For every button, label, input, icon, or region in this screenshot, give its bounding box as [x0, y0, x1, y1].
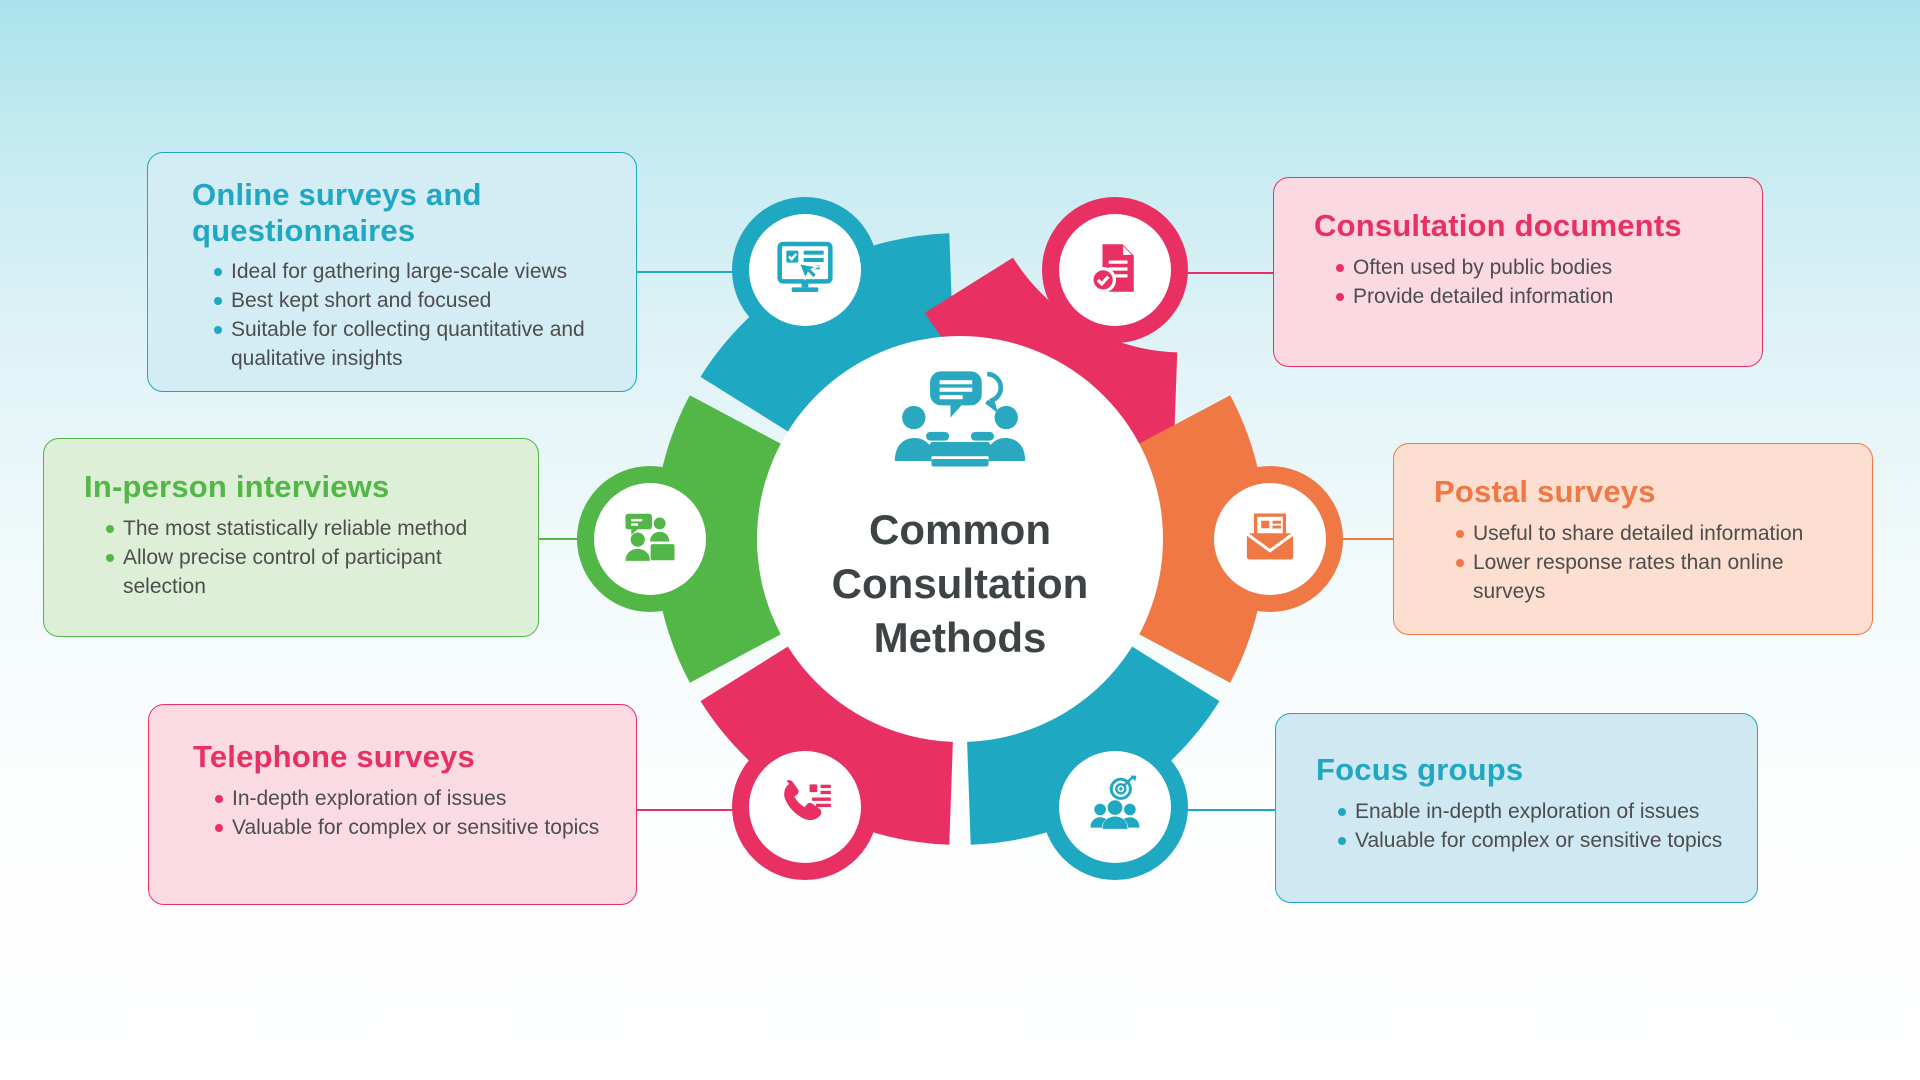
bullet-dot [214, 297, 222, 306]
badge-in-person-interviews [577, 466, 723, 612]
method-card-in-person-interviews: In-person interviews The most statistica… [43, 438, 539, 637]
focus-group-target-icon [1084, 774, 1146, 841]
bullet-item: Provide detailed information [1336, 283, 1736, 312]
bullet-dot [1338, 807, 1346, 816]
bullet-text: Suitable for collecting quantitative and… [231, 318, 585, 371]
bullet-dot [1336, 263, 1344, 272]
bullet-dot [1456, 558, 1464, 567]
bullet-item: Valuable for complex or sensitive topics [1338, 827, 1731, 856]
bullet-item: Allow precise control of participant sel… [106, 544, 512, 602]
bullet-list: Enable in-depth exploration of issues Va… [1338, 798, 1731, 856]
bullet-text: Best kept short and focused [231, 289, 492, 313]
telephone-handset-icon [774, 774, 836, 841]
badge-disc [749, 751, 861, 863]
card-title: In-person interviews [84, 469, 390, 504]
interview-people-icon [619, 506, 681, 573]
bullet-item: Lower response rates than online surveys [1456, 549, 1846, 607]
bullet-item: In-depth exploration of issues [215, 785, 610, 814]
bullet-text: The most statistically reliable method [123, 516, 468, 540]
method-card-postal-surveys: Postal surveys Useful to share detailed … [1393, 443, 1873, 635]
bullet-item: The most statistically reliable method [106, 515, 512, 544]
bullet-dot [1456, 529, 1464, 538]
document-check-icon [1085, 238, 1145, 303]
bullet-dot [214, 326, 222, 335]
online-survey-monitor-icon [773, 236, 837, 305]
bullet-list: The most statistically reliable method A… [106, 515, 512, 602]
card-title: Focus groups [1316, 752, 1524, 787]
bullet-item: Suitable for collecting quantitative and… [214, 316, 610, 374]
badge-consultation-documents [1042, 197, 1188, 343]
bullet-dot [106, 553, 114, 562]
badge-disc [594, 483, 706, 595]
envelope-survey-icon [1240, 507, 1300, 572]
center-hub: Common Consultation Methods [760, 370, 1160, 710]
method-card-telephone-surveys: Telephone surveys In-depth exploration o… [148, 704, 637, 905]
bullet-item: Ideal for gathering large-scale views [214, 258, 610, 287]
method-card-consultation-documents: Consultation documents Often used by pub… [1273, 177, 1763, 367]
bullet-text: Useful to share detailed information [1473, 521, 1804, 545]
bullet-text: Enable in-depth exploration of issues [1355, 799, 1700, 823]
bullet-text: Lower response rates than online surveys [1473, 550, 1784, 603]
bullet-dot [214, 268, 222, 277]
card-title: Consultation documents [1314, 208, 1682, 243]
bullet-text: Often used by public bodies [1353, 255, 1613, 279]
bullet-item: Often used by public bodies [1336, 254, 1736, 283]
badge-disc [1214, 483, 1326, 595]
badge-disc [1059, 751, 1171, 863]
bullet-item: Enable in-depth exploration of issues [1338, 798, 1731, 827]
ring-center-disc [757, 336, 1163, 742]
card-title: Postal surveys [1434, 474, 1656, 509]
center-title: Common Consultation Methods [831, 506, 1089, 661]
bullet-text: Valuable for complex or sensitive topics [1355, 828, 1723, 852]
method-card-online-surveys: Online surveys and questionnaires Ideal … [147, 152, 637, 392]
badge-postal-surveys [1197, 466, 1343, 612]
badge-focus-groups [1042, 734, 1188, 880]
bullet-text: Allow precise control of participant sel… [123, 545, 442, 598]
bullet-list: In-depth exploration of issues Valuable … [215, 785, 610, 843]
bullet-dot [215, 823, 223, 832]
bullet-item: Valuable for complex or sensitive topics [215, 814, 610, 843]
method-card-focus-groups: Focus groups Enable in-depth exploration… [1275, 713, 1758, 903]
bullet-text: Provide detailed information [1353, 284, 1614, 308]
bullet-list: Useful to share detailed information Low… [1456, 520, 1846, 607]
bullet-text: Ideal for gathering large-scale views [231, 260, 568, 284]
bullet-dot [1338, 836, 1346, 845]
badge-disc [749, 214, 861, 326]
card-title: Online surveys and questionnaires [192, 177, 482, 248]
bullet-list: Often used by public bodies Provide deta… [1336, 254, 1736, 312]
meeting-discussion-icon [892, 370, 1028, 481]
bullet-list: Ideal for gathering large-scale views Be… [214, 258, 610, 374]
badge-disc [1059, 214, 1171, 326]
bullet-item: Best kept short and focused [214, 287, 610, 316]
bullet-text: In-depth exploration of issues [232, 786, 507, 810]
card-title: Telephone surveys [193, 739, 475, 774]
badge-telephone-surveys [732, 734, 878, 880]
bullet-dot [106, 524, 114, 533]
bullet-text: Valuable for complex or sensitive topics [232, 815, 600, 839]
bullet-dot [215, 794, 223, 803]
bullet-item: Useful to share detailed information [1456, 520, 1846, 549]
badge-online-surveys [732, 197, 878, 343]
bullet-dot [1336, 292, 1344, 301]
